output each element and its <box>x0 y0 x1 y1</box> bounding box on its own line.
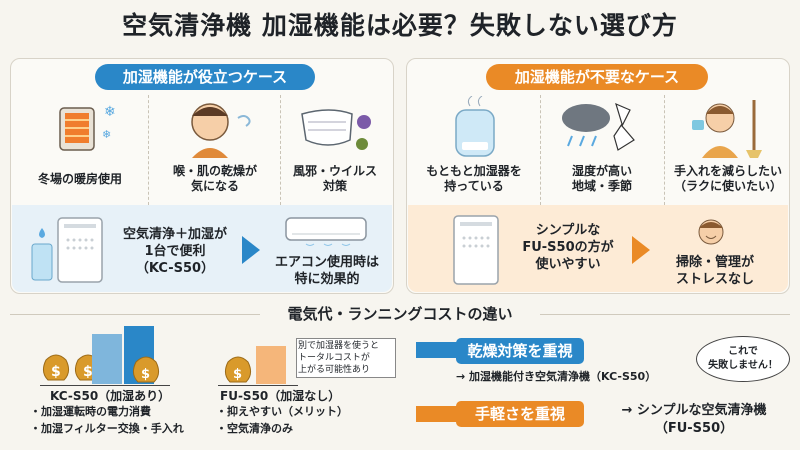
money-bag-icon-3: $ <box>222 350 258 384</box>
svg-text:❄: ❄ <box>102 128 111 141</box>
kc-point-1: ・加湿運転時の電力消費 <box>30 405 151 418</box>
right-case-3: 手入れを減らしたい （ラクに使いたい） <box>666 164 790 194</box>
cost-note: 別で加湿器を使うと トータルコストが 上がる可能性あり <box>298 341 380 375</box>
right-main-text: シンプルな FU-S50の方が 使いやすい <box>522 223 614 272</box>
right-case-1: もともと加湿器を 持っている <box>412 164 536 194</box>
cleaning-person-icon <box>680 94 770 158</box>
choice-arrow-1 <box>416 342 460 358</box>
speech-bubble <box>696 336 790 382</box>
left-separator-1 <box>148 95 149 205</box>
svg-text:$: $ <box>141 367 150 382</box>
left-case-3-label: 風邪・ウイルス 対策 <box>292 164 377 193</box>
mask-virus-icon <box>290 100 380 160</box>
choice-option-2: 手軽さを重視 <box>456 401 584 427</box>
air-conditioner-icon <box>276 214 376 250</box>
svg-text:$: $ <box>233 367 242 382</box>
right-case-2: 湿度が高い 地域・季節 <box>540 164 664 194</box>
left-separator-2 <box>280 95 281 205</box>
kc-baseline <box>40 385 170 386</box>
kc-s50-device-icon <box>28 214 108 286</box>
fu-label: FU-S50（加湿なし） <box>220 389 341 403</box>
left-case-3: 風邪・ウイルス 対策 <box>275 164 395 194</box>
cost-divider-right <box>540 314 790 315</box>
fu-s50-device-icon <box>448 212 504 288</box>
speech-bubble-text: これで 失敗しません！ <box>708 346 778 371</box>
right-case-1-label: もともと加湿器を 持っている <box>426 164 522 193</box>
fu-point-2: ・空気清浄のみ <box>216 422 293 435</box>
choice-option-1: 乾燥対策を重視 <box>456 338 584 364</box>
kc-cost-bar-1 <box>92 334 122 384</box>
left-case-1-label: 冬場の暖房使用 <box>37 172 122 186</box>
right-result-text: 掃除・管理が ストレスなし <box>675 255 754 287</box>
svg-text:❄: ❄ <box>104 104 116 120</box>
left-main-text: 空気清浄＋加湿が 1台で便利 （KC-S50） <box>122 227 227 276</box>
left-case-1: 冬場の暖房使用 <box>20 172 140 187</box>
fu-cost-bar <box>256 346 286 384</box>
right-arrow-icon <box>632 236 650 264</box>
rain-cloud-map-icon <box>556 96 646 160</box>
right-case-3-label: 手入れを減らしたい （ラクに使いたい） <box>673 164 782 193</box>
kc-label: KC-S50（加湿あり） <box>50 389 171 403</box>
right-header: 加湿機能が不要なケース <box>486 64 708 90</box>
choice-arrow-2 <box>416 406 460 422</box>
cost-header: 電気代・ランニングコストの違い <box>287 305 513 323</box>
svg-text:$: $ <box>83 364 93 380</box>
person-dry-throat-icon <box>168 94 258 158</box>
left-header: 加湿機能が役立つケース <box>95 64 315 90</box>
left-case-2-label: 喉・肌の乾燥が 気になる <box>172 164 257 193</box>
left-result-text: エアコン使用時は 特に効果的 <box>274 255 379 287</box>
humidifier-icon <box>440 95 510 160</box>
page-title: 空気清浄機 加湿機能は必要？失敗しない選び方 <box>122 11 678 40</box>
right-separator-2 <box>664 95 665 205</box>
left-arrow-icon <box>242 236 260 264</box>
fu-baseline <box>218 385 298 386</box>
choice-result-1: → 加湿機能付き空気清浄機（KC-S50） <box>456 370 657 383</box>
right-case-2-label: 湿度が高い 地域・季節 <box>571 164 632 193</box>
money-bag-icon-2: $ <box>130 350 166 384</box>
fu-point-1: ・抑えやすい（メリット） <box>216 405 348 418</box>
svg-text:$: $ <box>51 364 61 380</box>
choice-result-2: → シンプルな空気清浄機 （FU-S50） <box>621 403 767 436</box>
kc-point-2: ・加湿フィルター交換・手入れ <box>30 422 184 435</box>
happy-person-icon <box>686 216 736 252</box>
right-separator-1 <box>540 95 541 205</box>
left-case-2: 喉・肌の乾燥が 気になる <box>155 164 275 194</box>
heater-icon: ❄ ❄ <box>40 98 120 154</box>
cost-note-box <box>296 338 396 378</box>
cost-divider-left <box>10 314 260 315</box>
